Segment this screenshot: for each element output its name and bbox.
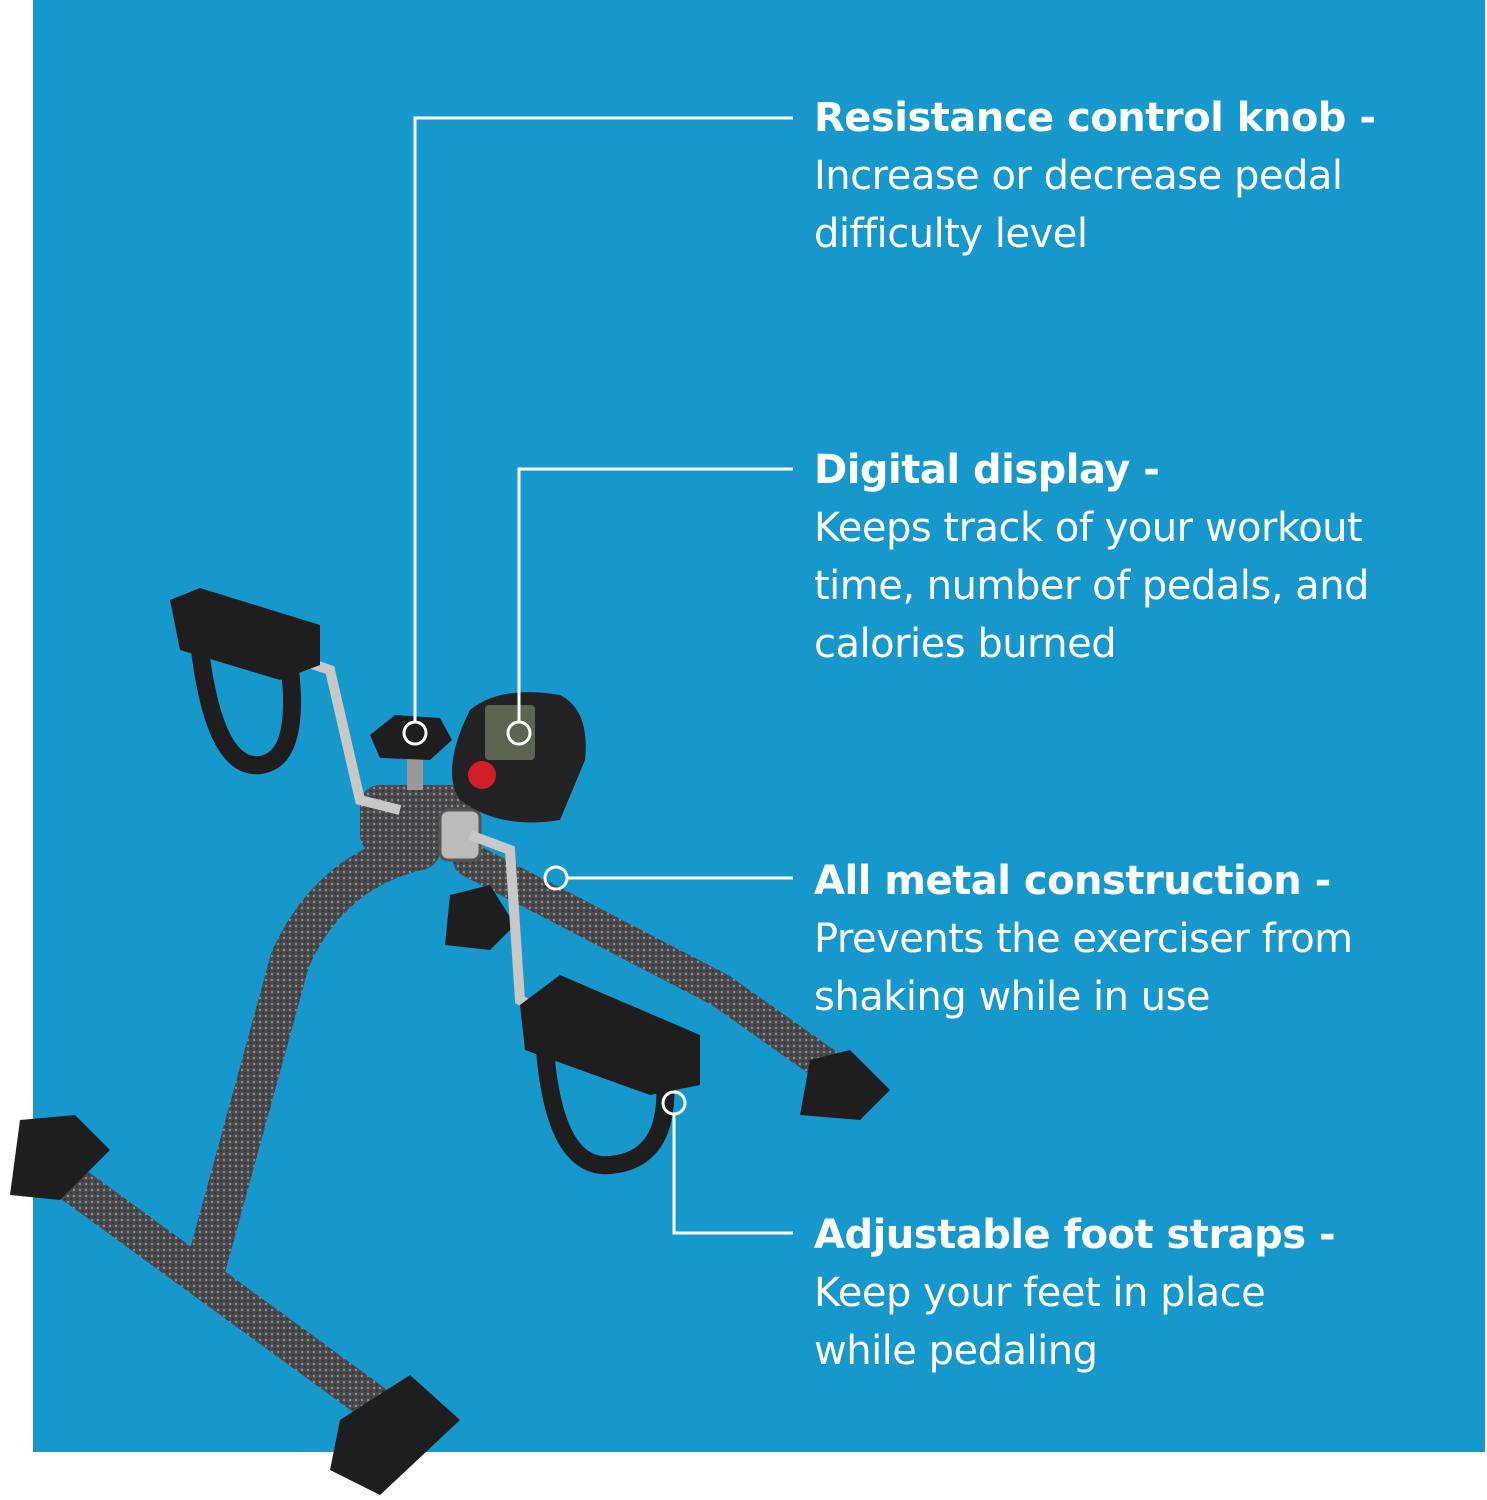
back-foot — [445, 885, 515, 950]
callout-line: shaking while in use — [814, 974, 1211, 1020]
callout-line: Prevents the exerciser from — [814, 916, 1353, 962]
callout-resistance-knob: Resistance control knob - Increase or de… — [814, 89, 1454, 263]
resistance-knob — [370, 715, 452, 790]
callout-foot-straps: Adjustable foot straps - Keep your feet … — [814, 1206, 1454, 1380]
background-panel — [33, 0, 1485, 1452]
metal-frame — [21, 785, 857, 1449]
callout-lines — [402, 116, 793, 1235]
digital-display — [452, 692, 586, 823]
rear-foot-left — [330, 1375, 460, 1495]
callout-line: Keeps track of your workout — [814, 505, 1363, 551]
callout-line: calories burned — [814, 621, 1117, 667]
right-pedal — [520, 975, 700, 1175]
callout-line: Keep your feet in place — [814, 1270, 1266, 1316]
left-pedal — [170, 588, 320, 775]
callout-line: Increase or decrease pedal — [814, 153, 1343, 199]
display-button — [468, 761, 496, 789]
callout-metal-construction: All metal construction - Prevents the ex… — [814, 852, 1454, 1026]
callout-title: Digital display - — [814, 447, 1160, 493]
callout-title: All metal construction - — [814, 858, 1331, 904]
rear-foot-right — [800, 1050, 890, 1120]
front-foot — [10, 1115, 110, 1200]
callout-line: time, number of pedals, and — [814, 563, 1369, 609]
callout-line: while pedaling — [814, 1328, 1098, 1374]
callout-title: Resistance control knob - — [814, 95, 1376, 141]
callout-line: difficulty level — [814, 211, 1088, 257]
callout-digital-display: Digital display - Keeps track of your wo… — [814, 441, 1454, 673]
callout-title: Adjustable foot straps - — [814, 1212, 1336, 1258]
